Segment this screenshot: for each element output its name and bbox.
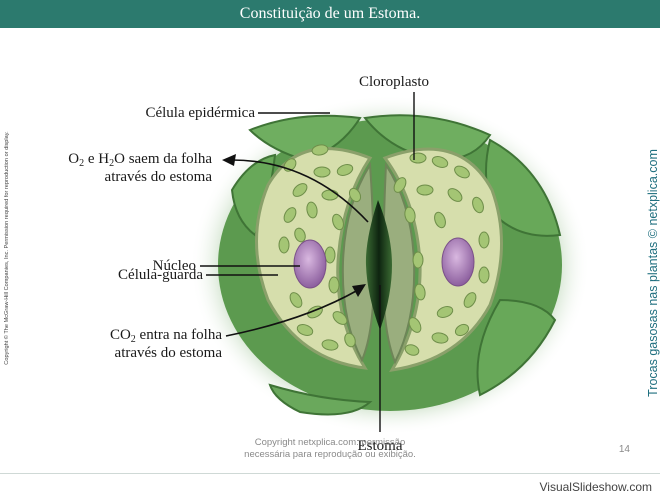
co2-entry-arrow: [225, 289, 359, 337]
co2-line-2: através do estoma: [114, 345, 222, 361]
stomatal-pore: [365, 200, 392, 330]
label-o2-h2o-exit: O2 e H2O saem da folha através do estoma: [40, 150, 212, 186]
o2-exit-arrow: [231, 159, 369, 223]
watermark-link[interactable]: VisualSlideshow.com: [539, 480, 652, 494]
footer-line-2: necessária para reprodução ou exibição.: [244, 449, 416, 460]
bottom-divider: [0, 473, 660, 474]
chloroplasts-right: [393, 152, 490, 356]
slide-title: Constituição de um Estoma.: [0, 0, 660, 28]
o2-exit-arrowhead: [222, 154, 236, 166]
label-co2-entry: CO2 entra na folha através do estoma: [60, 326, 222, 362]
co2-entry-arrowhead: [352, 284, 366, 297]
label-celula-guarda: Célula-guarda: [118, 267, 203, 283]
nucleus-left: [293, 239, 327, 289]
nucleus-right: [441, 237, 475, 287]
o2-line-2: através do estoma: [104, 169, 212, 185]
bottom-bar: [0, 472, 660, 500]
chloroplasts-left: [278, 144, 362, 351]
o2-line-1: O2 e H2O saem da folha: [68, 151, 212, 169]
label-leader-lines: [200, 92, 415, 432]
page-number: 14: [618, 444, 630, 455]
footer-line-1: Copyright netxplica.com: permissão: [254, 437, 406, 448]
label-nucleo: Núcleo: [152, 258, 196, 274]
label-cloroplasto: Cloroplasto: [359, 74, 429, 90]
label-estoma: Estoma: [357, 438, 403, 454]
footer-copyright-note: Copyright netxplica.com: permissão neces…: [220, 437, 440, 461]
label-celula-epidermica: Célula epidérmica: [145, 105, 255, 121]
co2-line-1: CO2 entra na folha: [109, 327, 222, 345]
